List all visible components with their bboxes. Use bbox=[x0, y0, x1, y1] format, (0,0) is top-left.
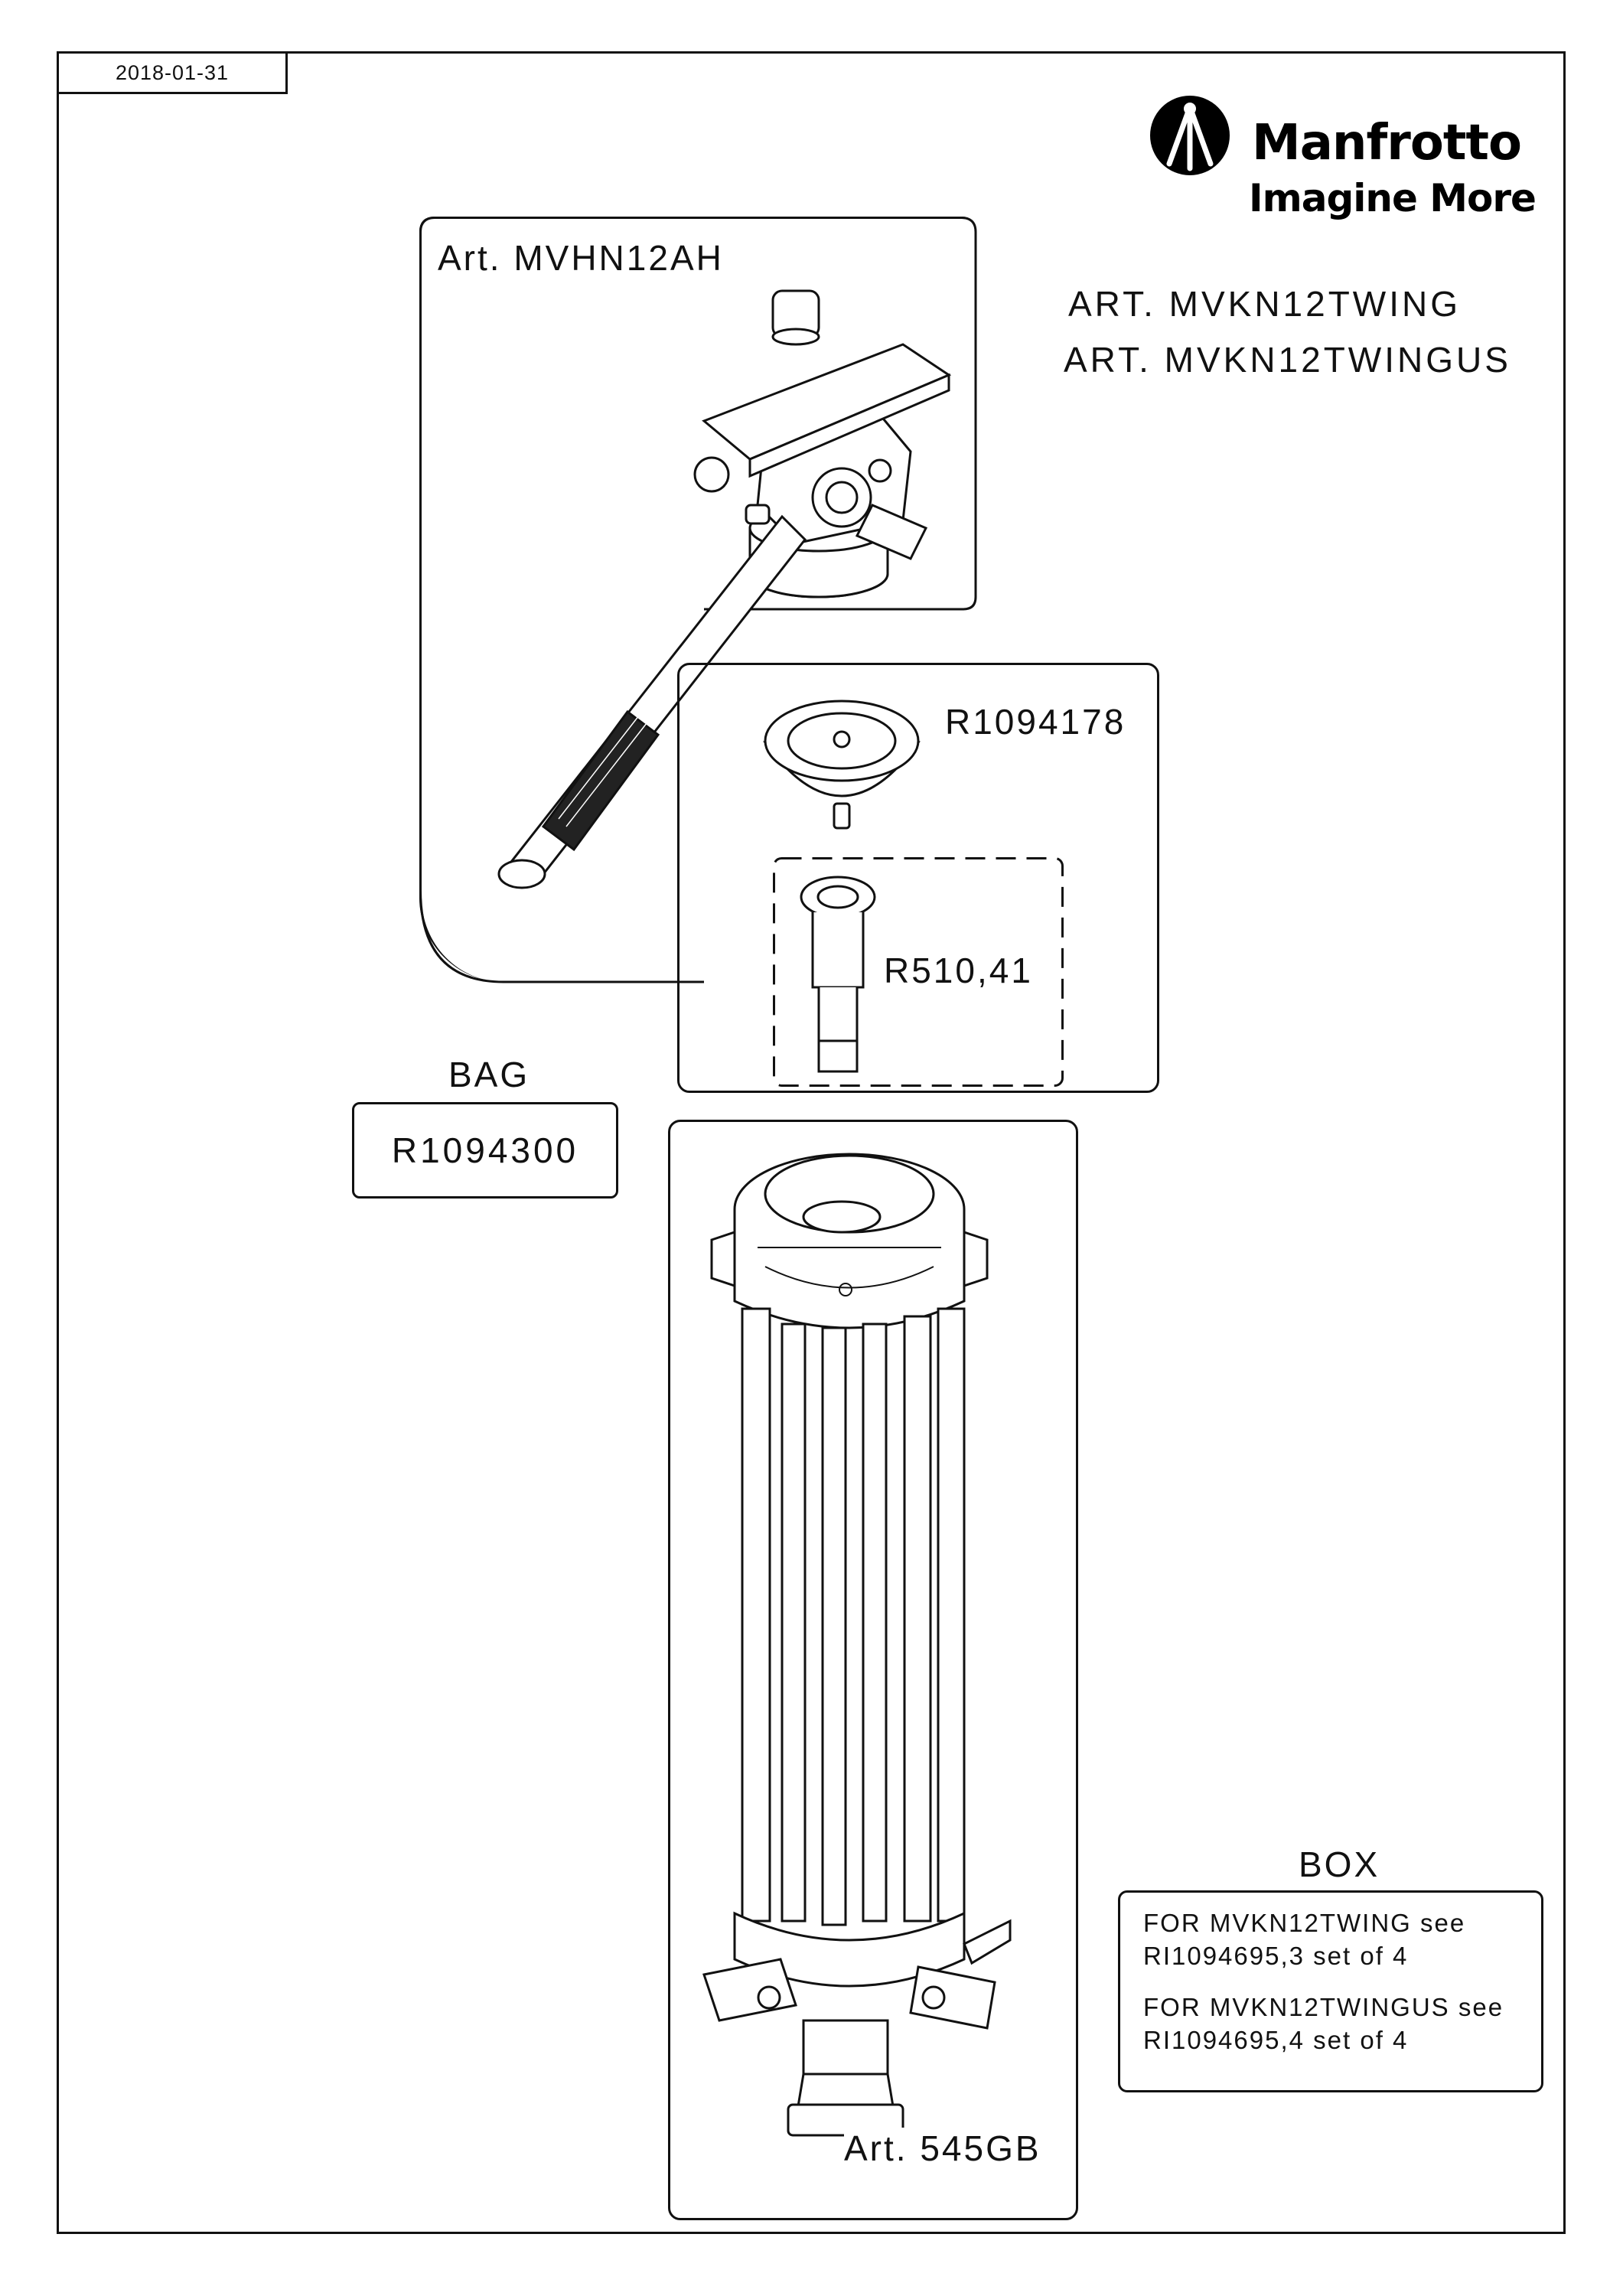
manfrotto-logo-icon bbox=[1150, 96, 1230, 175]
box-note-2-line-1: FOR MVKN12TWINGUS see bbox=[1143, 1993, 1504, 2021]
spigot-illustration bbox=[800, 876, 876, 1073]
date-box: 2018-01-31 bbox=[57, 51, 288, 94]
half-ball-adapter-illustration bbox=[763, 700, 921, 830]
box-note-1-line-2: RI1094695,3 set of 4 bbox=[1143, 1942, 1409, 1970]
video-head-illustration bbox=[497, 289, 952, 889]
box-title: BOX bbox=[1299, 1844, 1380, 1884]
head-panel-edge bbox=[419, 217, 977, 983]
head-label: Art. MVHN12AH bbox=[438, 238, 724, 278]
date-text: 2018-01-31 bbox=[115, 60, 230, 84]
tripod-label: Art. 545GB bbox=[844, 2128, 1041, 2169]
tripod-panel bbox=[668, 1120, 1078, 2220]
article-line-2: ART. MVKN12TWINGUS bbox=[1064, 340, 1511, 380]
adapter-panel bbox=[677, 663, 1159, 1093]
bag-code-box: R1094300 bbox=[352, 1102, 618, 1199]
article-line-1: ART. MVKN12TWING bbox=[1068, 284, 1461, 324]
adapter-label: R1094178 bbox=[945, 702, 1126, 742]
tripod-illustration bbox=[702, 1153, 1012, 2137]
brand-tagline: Imagine More bbox=[1249, 176, 1537, 220]
spigot-dashed-box bbox=[773, 857, 1064, 1087]
bag-title: BAG bbox=[448, 1055, 530, 1094]
box-note-1-line-1: FOR MVKN12TWING see bbox=[1143, 1909, 1466, 1937]
brand-name: Manfrotto bbox=[1252, 115, 1522, 171]
page-frame bbox=[57, 51, 1566, 2234]
bag-code: R1094300 bbox=[391, 1130, 579, 1170]
spigot-label: R510,41 bbox=[884, 951, 1033, 990]
box-note: FOR MVKN12TWING see RI1094695,3 set of 4… bbox=[1118, 1890, 1543, 2092]
box-note-2-line-2: RI1094695,4 set of 4 bbox=[1143, 2026, 1409, 2054]
